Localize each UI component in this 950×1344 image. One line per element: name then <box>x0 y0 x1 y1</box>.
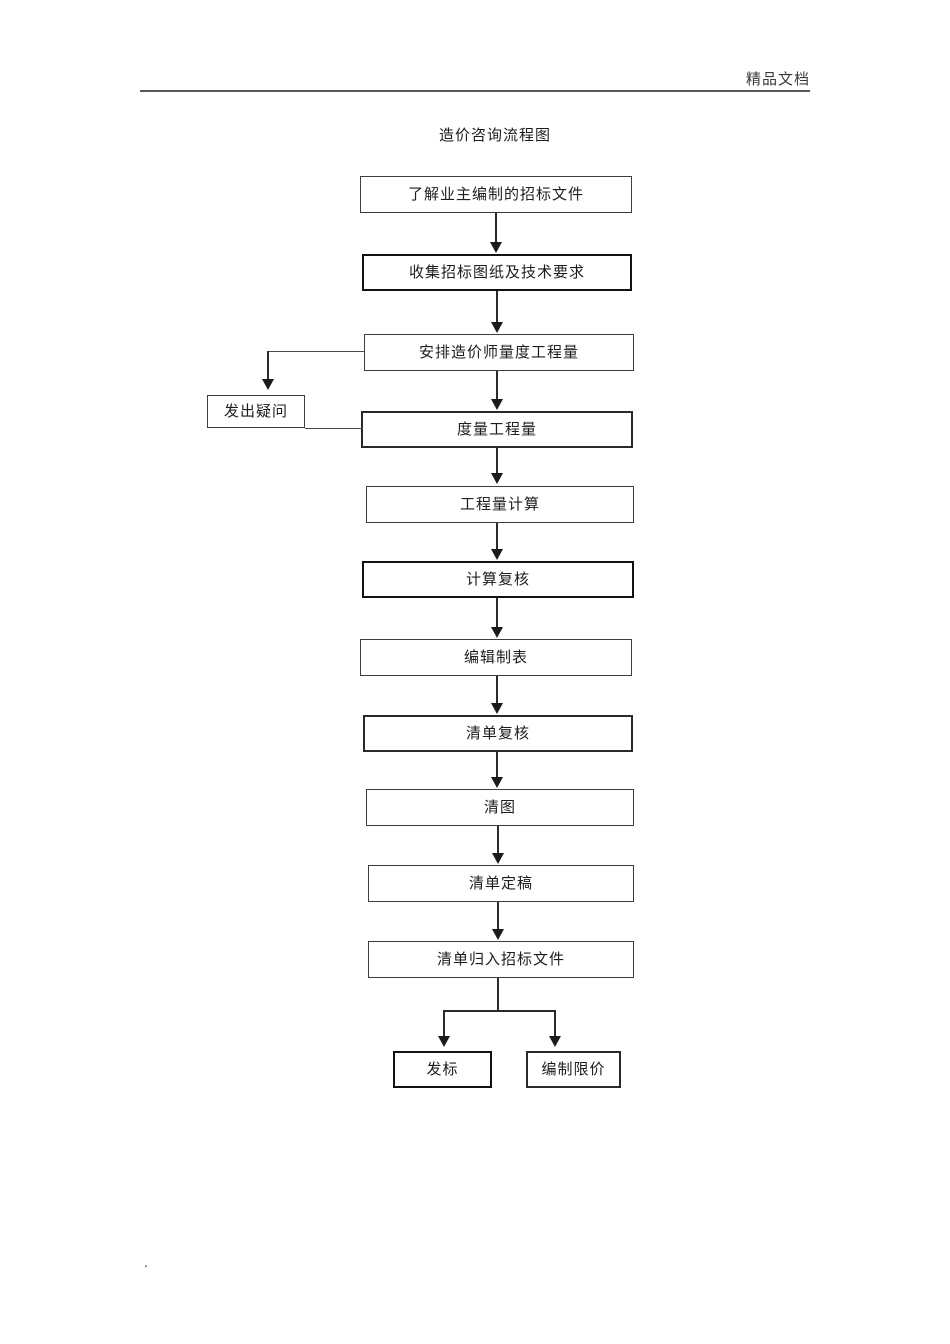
edge-arrow-n4-n5 <box>491 473 503 484</box>
edge-line-n2-n3 <box>496 291 498 323</box>
page-header-text: 精品文档 <box>745 70 810 88</box>
flow-node-understand-tender-doc[interactable]: 了解业主编制的招标文件 <box>360 176 632 213</box>
edge-arrow-n3-q1 <box>262 379 274 390</box>
flow-node-quantity-calculation[interactable]: 工程量计算 <box>366 486 634 523</box>
edge-arrow-n9-n10 <box>492 853 504 864</box>
edge-line-n4-n5 <box>496 448 498 474</box>
edge-arrow-n8-n9 <box>491 777 503 788</box>
flow-node-issue-tender[interactable]: 发标 <box>393 1051 492 1088</box>
flow-node-boq-into-tender-doc[interactable]: 清单归入招标文件 <box>368 941 634 978</box>
edge-line-n7-n8 <box>496 676 498 704</box>
flow-node-boq-review[interactable]: 清单复核 <box>363 715 633 752</box>
edge-line-n11-split-stem <box>497 978 499 1011</box>
edge-line-q1-n4 <box>305 428 363 429</box>
edge-line-n8-n9 <box>496 752 498 778</box>
edge-line-n5-n6 <box>496 523 498 550</box>
edge-arrow-n10-n11 <box>492 929 504 940</box>
edge-arrow-n2-n3 <box>491 322 503 333</box>
footer-mark: . <box>144 1256 148 1270</box>
edge-arrow-n1-n2 <box>490 242 502 253</box>
page-title-text: 造价咨询流程图 <box>438 126 551 144</box>
flow-node-clear-drawings[interactable]: 清图 <box>366 789 634 826</box>
edge-line-n3-q1-horizontal <box>268 351 364 352</box>
flow-node-raise-question[interactable]: 发出疑问 <box>207 395 305 428</box>
flow-node-assign-cost-engineer[interactable]: 安排造价师量度工程量 <box>364 334 634 371</box>
edge-arrow-n3-n4 <box>491 399 503 410</box>
flow-node-prepare-price-limit[interactable]: 编制限价 <box>526 1051 621 1088</box>
edge-line-split-right-vertical <box>554 1010 556 1038</box>
flow-node-calculation-review[interactable]: 计算复核 <box>362 561 634 598</box>
flow-node-edit-tables[interactable]: 编辑制表 <box>360 639 632 676</box>
edge-line-n10-n11 <box>497 902 499 930</box>
edge-line-split-left-vertical <box>443 1010 445 1038</box>
edge-arrow-n6-n7 <box>491 627 503 638</box>
edge-line-n3-n4 <box>496 371 498 400</box>
flow-node-boq-finalize[interactable]: 清单定稿 <box>368 865 634 902</box>
edge-arrow-n11-n12 <box>438 1036 450 1047</box>
edge-line-split-horizontal <box>443 1010 556 1012</box>
edge-line-n9-n10 <box>497 826 499 854</box>
edge-line-n1-n2 <box>495 213 497 243</box>
edge-arrow-n11-n13 <box>549 1036 561 1047</box>
edge-line-n6-n7 <box>496 598 498 628</box>
page-title: 造价咨询流程图 <box>0 124 950 145</box>
flow-node-measure-quantity[interactable]: 度量工程量 <box>361 411 633 448</box>
flow-node-collect-drawings[interactable]: 收集招标图纸及技术要求 <box>362 254 632 291</box>
edge-line-n3-q1-vertical <box>267 351 269 382</box>
edge-arrow-n5-n6 <box>491 549 503 560</box>
edge-arrow-n7-n8 <box>491 703 503 714</box>
header-rule <box>140 90 810 92</box>
